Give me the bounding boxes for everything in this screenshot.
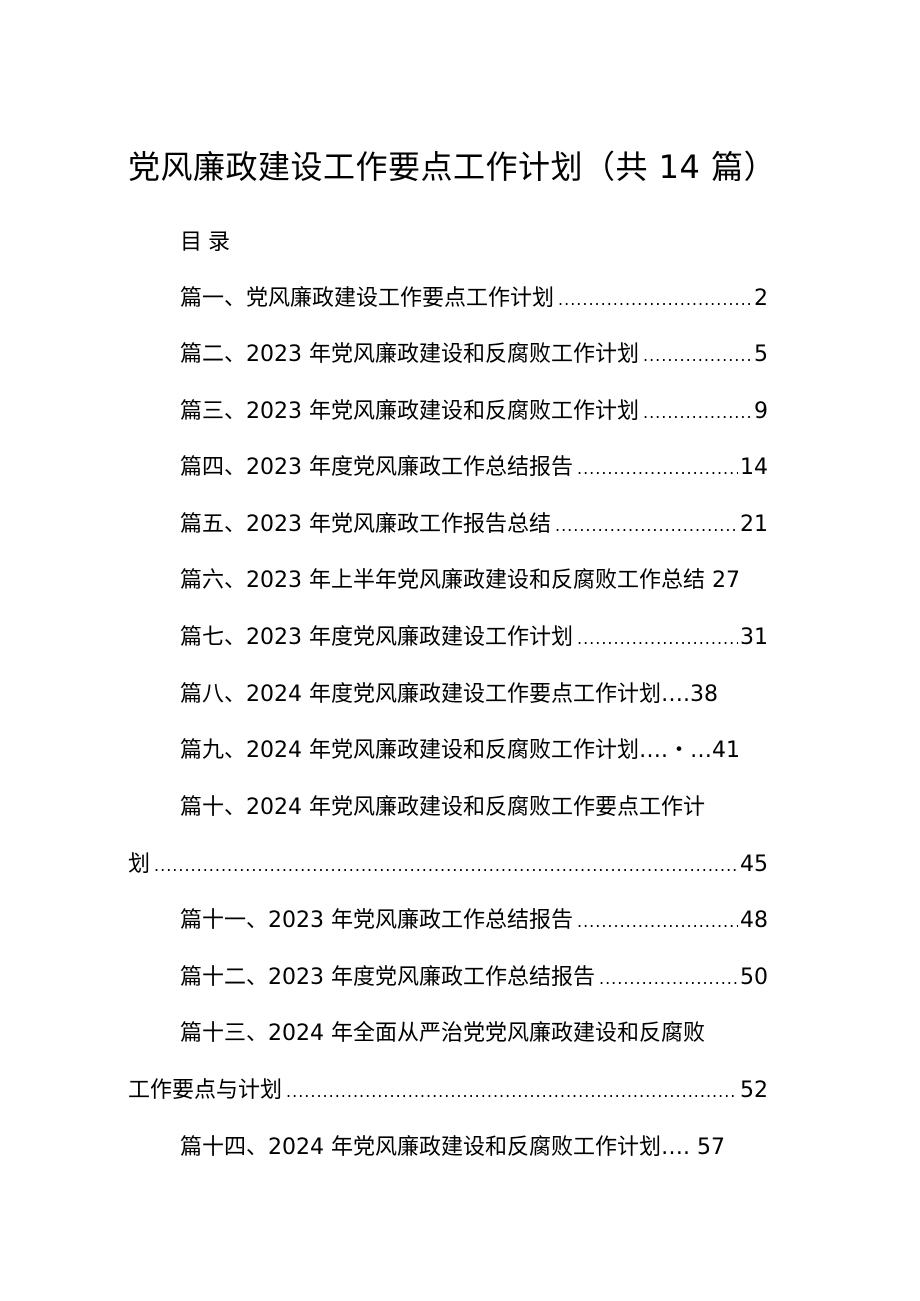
toc-page-number: 2 xyxy=(754,286,768,311)
toc-label: 目录 xyxy=(180,230,237,255)
toc-entry-text: 篇三、2023 年党风廉政建设和反腐败工作计划 xyxy=(180,399,639,424)
toc-entry-8[interactable]: 篇八、2024 年度党风廉政建设工作要点工作计划….38 xyxy=(180,682,718,707)
toc-page-number: 14 xyxy=(740,455,768,480)
toc-leader-dots xyxy=(577,457,738,481)
toc-entry-text: 划 xyxy=(128,852,151,877)
toc-entry-text: 工作要点与计划 xyxy=(128,1078,283,1103)
document-title: 党风廉政建设工作要点工作计划（共 14 篇） xyxy=(128,148,777,186)
toc-entry-4[interactable]: 篇四、2023 年度党风廉政工作总结报告 14 xyxy=(180,451,768,485)
toc-entry-text: 篇四、2023 年度党风廉政工作总结报告 xyxy=(180,455,573,480)
toc-entry-text: 篇十一、2023 年党风廉政工作总结报告 xyxy=(180,908,573,933)
toc-entry-14[interactable]: 篇十四、2024 年党风廉政建设和反腐败工作计划…. 57 xyxy=(180,1135,725,1160)
toc-entry-10-line1[interactable]: 篇十、2024 年党风廉政建设和反腐败工作要点工作计 xyxy=(180,795,705,820)
toc-leader-dots xyxy=(558,288,752,312)
toc-entry-text: 篇一、党风廉政建设工作要点工作计划 xyxy=(180,286,555,311)
toc-page-number: 48 xyxy=(740,908,768,933)
toc-page-number: 52 xyxy=(740,1078,768,1103)
toc-leader-dots xyxy=(286,1080,738,1104)
toc-leader-dots xyxy=(643,344,752,368)
toc-page-number: 5 xyxy=(754,342,768,367)
toc-page-number: 50 xyxy=(740,965,768,990)
toc-entry-9[interactable]: 篇九、2024 年党风廉政建设和反腐败工作计划….・…41 xyxy=(180,738,740,763)
toc-page-number: 21 xyxy=(740,512,768,537)
toc-leader-dots xyxy=(577,627,738,651)
toc-entry-2[interactable]: 篇二、2023 年党风廉政建设和反腐败工作计划 5 xyxy=(180,338,768,372)
toc-entry-text: 篇七、2023 年度党风廉政建设工作计划 xyxy=(180,625,573,650)
toc-entry-text: 篇五、2023 年党风廉政工作报告总结 xyxy=(180,512,551,537)
toc-leader-dots xyxy=(154,854,738,878)
toc-leader-dots xyxy=(643,401,752,425)
toc-entry-3[interactable]: 篇三、2023 年党风廉政建设和反腐败工作计划 9 xyxy=(180,395,768,429)
toc-entry-text: 篇十二、2023 年度党风廉政工作总结报告 xyxy=(180,965,595,990)
toc-page-number: 45 xyxy=(740,852,768,877)
toc-page-number: 31 xyxy=(740,625,768,650)
toc-entry-13-line2[interactable]: 工作要点与计划 52 xyxy=(128,1074,768,1108)
toc-entry-12[interactable]: 篇十二、2023 年度党风廉政工作总结报告 50 xyxy=(180,961,768,995)
toc-entry-text: 篇二、2023 年党风廉政建设和反腐败工作计划 xyxy=(180,342,639,367)
toc-entry-13-line1[interactable]: 篇十三、2024 年全面从严治党党风廉政建设和反腐败 xyxy=(180,1021,705,1046)
toc-entry-11[interactable]: 篇十一、2023 年党风廉政工作总结报告 48 xyxy=(180,904,768,938)
toc-leader-dots xyxy=(599,967,738,991)
toc-entry-5[interactable]: 篇五、2023 年党风廉政工作报告总结 21 xyxy=(180,508,768,542)
toc-entry-6[interactable]: 篇六、2023 年上半年党风廉政建设和反腐败工作总结 27 xyxy=(180,568,740,593)
toc-leader-dots xyxy=(577,910,738,934)
toc-entry-1[interactable]: 篇一、党风廉政建设工作要点工作计划 2 xyxy=(180,282,768,316)
toc-page-number: 9 xyxy=(754,399,768,424)
toc-leader-dots xyxy=(555,514,738,538)
toc-entry-7[interactable]: 篇七、2023 年度党风廉政建设工作计划 31 xyxy=(180,621,768,655)
toc-entry-10-line2[interactable]: 划 45 xyxy=(128,848,768,882)
